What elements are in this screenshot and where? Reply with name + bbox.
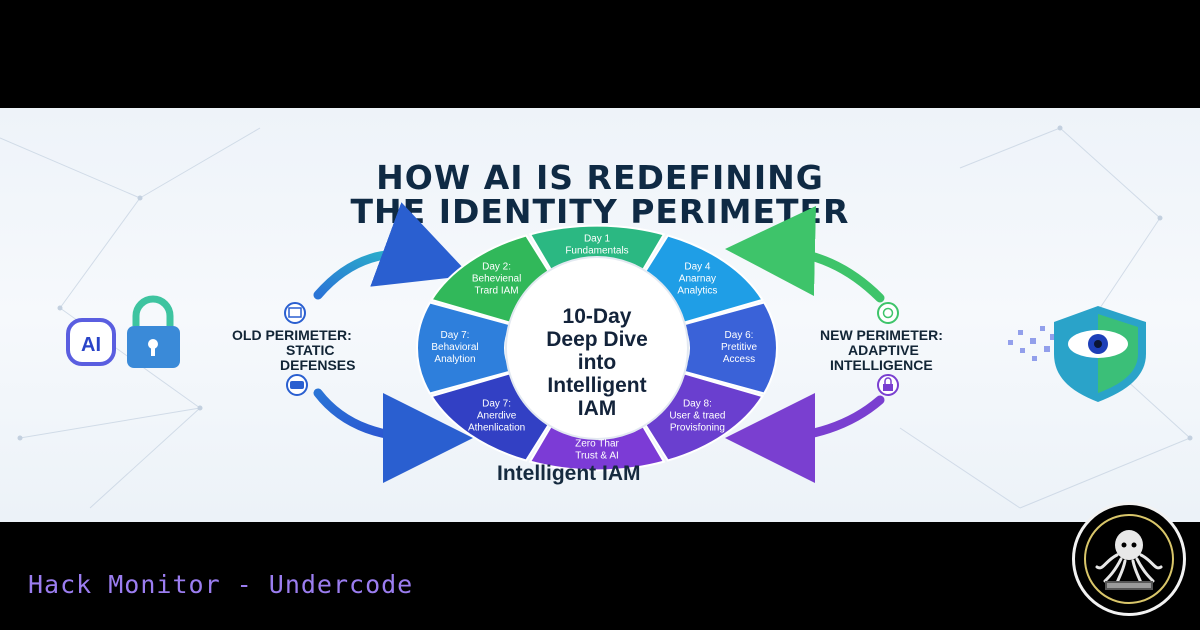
new-perimeter-line-2: ADAPTIVE — [848, 342, 919, 358]
octopus-icon — [1084, 514, 1174, 604]
center-line-4: Intelligent — [547, 374, 646, 397]
top-black-bar — [0, 0, 1200, 108]
day-segment-label: Trard IAM — [475, 286, 519, 297]
footer-bar: Hack Monitor - Undercode — [0, 522, 1200, 630]
new-perimeter-line-1: NEW PERIMETER: — [820, 327, 943, 343]
id-card-icon — [286, 374, 308, 396]
center-line-5: IAM — [578, 397, 617, 420]
center-line-3: into — [578, 351, 616, 374]
day-segment-label: Zero Thar — [575, 439, 619, 450]
padlock-icon — [127, 295, 180, 368]
ai-brain-icon: AI — [66, 318, 116, 366]
new-perimeter-label: NEW PERIMETER: ADAPTIVE INTELLIGENCE — [820, 328, 943, 373]
arrow-left-bottom — [313, 388, 473, 483]
old-perimeter-line-3: DEFENSES — [280, 357, 356, 373]
bottom-label: Intelligent IAM — [497, 462, 641, 485]
day-segment-label: Trust & AI — [575, 451, 619, 462]
old-perimeter-line-2: STATIC — [286, 342, 335, 358]
day-segment-label: Day 7: — [482, 398, 511, 409]
day-segment-label: Analytion — [434, 354, 475, 365]
day-segment-label: User & traed — [669, 410, 725, 421]
old-perimeter-label: OLD PERIMETER: STATIC DEFENSES — [232, 328, 355, 373]
day-segment-label: Day 4 — [684, 262, 711, 273]
day-segment-label: Day 2: — [482, 262, 511, 273]
new-perimeter-line-3: INTELLIGENCE — [830, 357, 933, 373]
infographic-panel: HOW AI IS REDEFINING THE IDENTITY PERIME… — [0, 108, 1200, 522]
shield-eye-icon — [1008, 306, 1146, 402]
day-segment-label: Behavioral — [431, 342, 478, 353]
svg-text:AI: AI — [81, 334, 101, 356]
octopus-logo — [1072, 502, 1186, 616]
footer-brand-text: Hack Monitor - Undercode — [28, 570, 414, 599]
day-segment-label: Access — [723, 354, 755, 365]
day-segment-label: Pretitive — [721, 342, 758, 353]
old-perimeter-line-1: OLD PERIMETER: — [232, 327, 352, 343]
center-line-2: Deep Dive — [546, 328, 648, 351]
arrow-left-top — [313, 202, 471, 300]
day-segment-label: Fundamentals — [565, 245, 628, 256]
day-segment-label: Day 6: — [725, 330, 754, 341]
center-disc — [505, 256, 689, 440]
day-segment-label: Athenlication — [468, 422, 525, 433]
day-segment-label: Day 9: — [583, 427, 612, 438]
title-line-1: HOW AI IS REDEFINING — [376, 158, 824, 197]
day-segment-label: Behevienal — [472, 274, 521, 285]
lock-badge-icon — [877, 374, 899, 396]
arrow-right-top — [725, 206, 885, 303]
day-segment-label: Provisfoning — [670, 422, 725, 433]
center-line-1: 10-Day — [563, 305, 632, 328]
brain-icon — [877, 302, 899, 324]
day-segment-label: Anerdive — [477, 410, 517, 421]
day-segment-label: Analytics — [677, 286, 717, 297]
day-segment-label: Anarnay — [679, 274, 716, 285]
day-segment-label: Day 1 — [584, 233, 611, 244]
doc-icon — [284, 302, 306, 324]
day-segment-label: Day 8: — [683, 398, 712, 409]
arrow-right-bottom — [725, 392, 885, 483]
day-segment-label: Day 7: — [441, 330, 470, 341]
